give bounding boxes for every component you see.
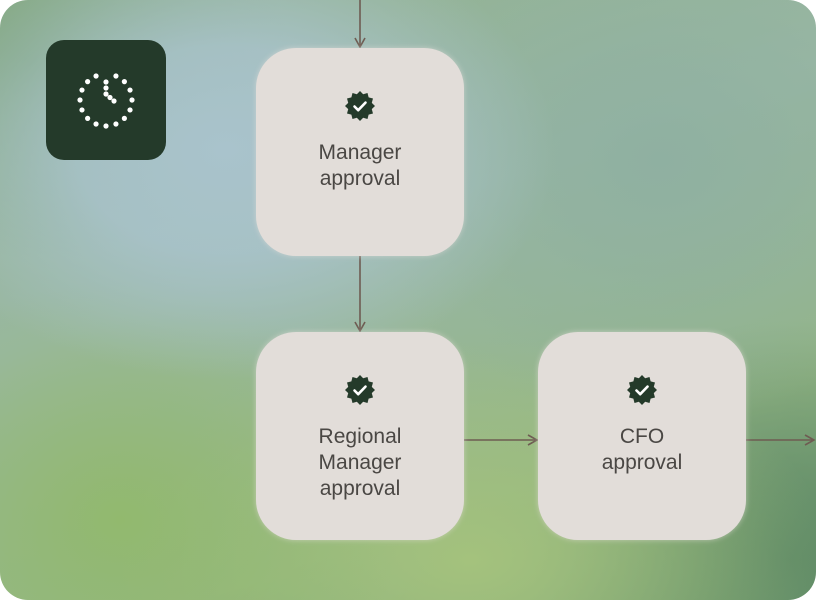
step-card-regional-manager-approval[interactable]: Regional Manager approval [256, 332, 464, 540]
clock-tile [46, 40, 166, 160]
step-label: CFO approval [601, 425, 683, 474]
verified-badge-icon [345, 375, 375, 405]
dotted-clock-icon [77, 73, 135, 129]
step-card-cfo-approval[interactable]: CFO approval [538, 332, 746, 540]
step-label: Regional Manager approval [318, 425, 402, 500]
step-label: Manager approval [318, 141, 402, 190]
step-card-manager-approval[interactable]: Manager approval [256, 48, 464, 256]
verified-badge-icon [627, 375, 657, 405]
verified-badge-icon [345, 91, 375, 121]
